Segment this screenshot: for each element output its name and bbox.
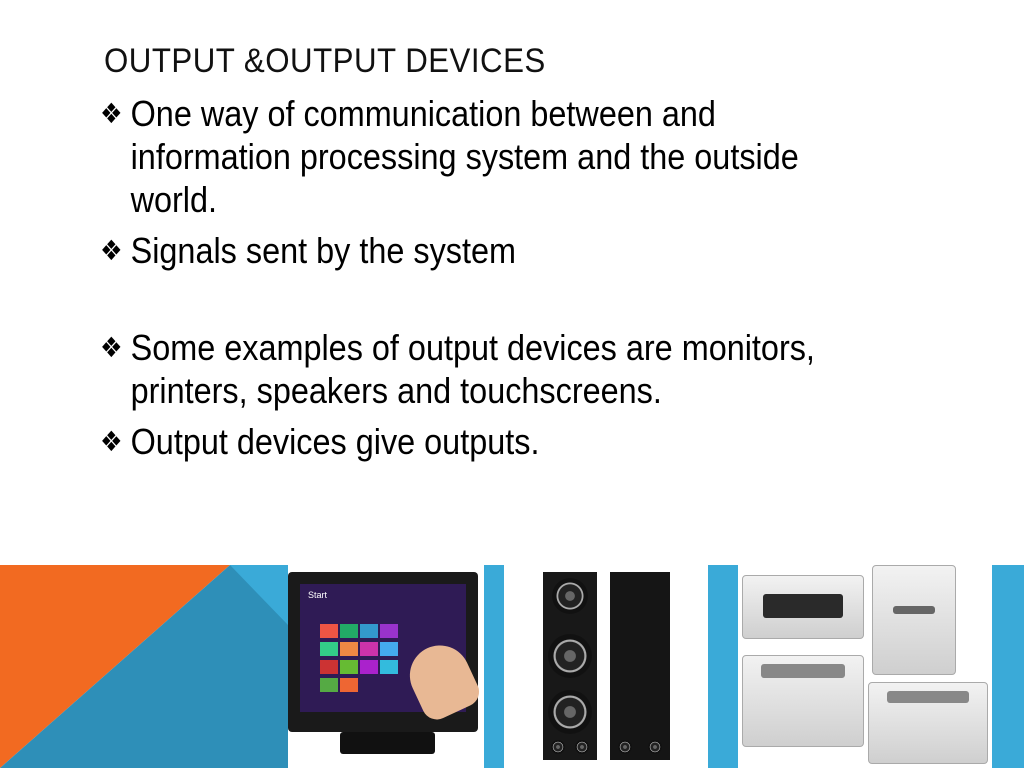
printer-tray — [761, 664, 845, 678]
teal-triangle — [0, 565, 288, 768]
bullet-text: Some examples of output devices are moni… — [130, 327, 815, 411]
speaker-port — [648, 740, 662, 754]
diamond-bullet-icon: ❖ — [100, 235, 123, 266]
tower-speakers-icon — [543, 572, 597, 760]
blue-stripe — [992, 565, 1024, 768]
tile — [340, 642, 358, 656]
speaker-cone — [548, 634, 592, 678]
tile — [340, 660, 358, 674]
corner-triangles — [0, 565, 288, 768]
diamond-bullet-icon: ❖ — [100, 426, 123, 457]
tile — [340, 678, 358, 692]
fax-printer — [872, 565, 956, 675]
tile — [320, 660, 338, 674]
blue-stripe — [484, 565, 504, 768]
tile — [340, 624, 358, 638]
tile — [320, 678, 338, 692]
diamond-bullet-icon: ❖ — [100, 98, 123, 129]
bullet-text: One way of communication between and inf… — [130, 93, 799, 220]
tile — [360, 642, 378, 656]
printer-panel — [893, 606, 935, 614]
tile — [360, 624, 378, 638]
laser-printer — [868, 682, 988, 764]
tile — [380, 660, 398, 674]
tile — [380, 642, 398, 656]
bullet-text: Signals sent by the system — [130, 230, 516, 271]
blue-stripe — [708, 565, 738, 768]
bullet-list: ❖ One way of communication between and i… — [100, 92, 860, 463]
decorative-band — [0, 565, 1024, 768]
bullet-item: ❖ Some examples of output devices are mo… — [100, 326, 869, 412]
start-label: Start — [308, 590, 328, 600]
speaker-port — [551, 740, 565, 754]
tile — [320, 642, 338, 656]
tile — [380, 624, 398, 638]
slide-title: OUTPUT &OUTPUT DEVICES — [104, 42, 546, 80]
blue-triangle — [230, 565, 288, 625]
printer-tray — [887, 691, 969, 703]
speaker-cone — [552, 578, 588, 614]
laser-printer — [742, 655, 864, 747]
tile — [320, 624, 338, 638]
printer-slot — [763, 594, 843, 618]
bullet-item: ❖ Output devices give outputs. — [100, 420, 869, 463]
tile — [360, 660, 378, 674]
diamond-bullet-icon: ❖ — [100, 332, 123, 363]
bullet-item: ❖ Signals sent by the system — [100, 229, 869, 272]
speaker-grille — [610, 572, 670, 760]
monitor-stand — [340, 732, 435, 754]
speaker-port — [575, 740, 589, 754]
bullet-item: ❖ One way of communication between and i… — [100, 92, 869, 221]
bullet-text: Output devices give outputs. — [130, 421, 540, 462]
speaker-cone — [548, 690, 592, 734]
printers-group-icon — [742, 575, 864, 639]
speaker-port — [618, 740, 632, 754]
